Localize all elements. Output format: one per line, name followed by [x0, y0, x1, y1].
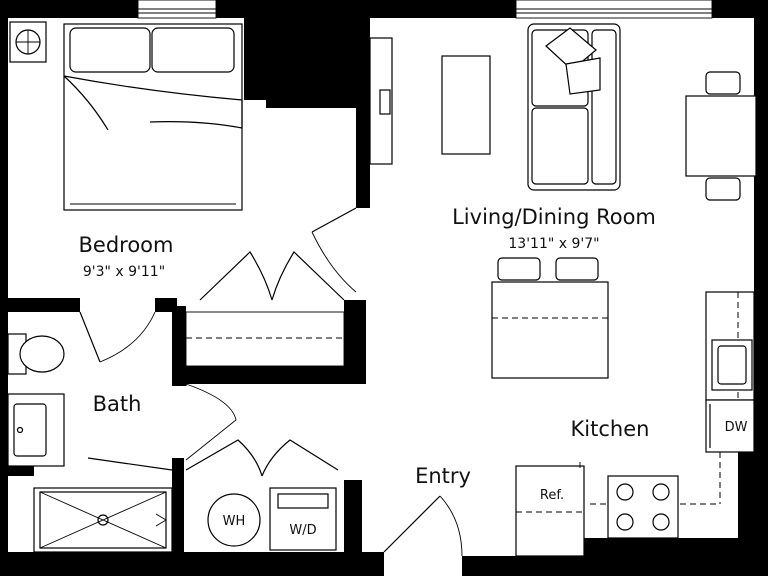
bedroom-closet [185, 251, 345, 367]
laundry-doors [185, 439, 339, 477]
dining-island [491, 257, 609, 379]
bath-door [87, 383, 237, 471]
side-dining-table [685, 71, 757, 201]
bedroom-size: 9'3" x 9'11" [83, 264, 165, 280]
bath-name: Bath [93, 392, 142, 416]
living-room-size: 13'11" x 9'7" [508, 236, 599, 252]
tv-stand [369, 37, 393, 165]
bedroom-door [79, 311, 156, 363]
stove [607, 475, 679, 539]
bed [63, 23, 243, 211]
dishwasher-label: DW [725, 420, 748, 435]
coffee-table [441, 55, 491, 155]
bath-sink [7, 393, 65, 467]
kitchen-name: Kitchen [571, 417, 650, 441]
washer-dryer-label: W/D [289, 523, 316, 538]
entry-door [383, 495, 463, 557]
living-room-name: Living/Dining Room [452, 205, 656, 229]
water-heater-label: WH [223, 514, 246, 529]
refrigerator-label: Ref. [540, 488, 564, 503]
kitchen-counter [590, 291, 755, 505]
living-door [311, 207, 357, 293]
dishwasher: DW [705, 399, 755, 453]
sofa [527, 23, 621, 191]
water-heater: WH [207, 493, 261, 547]
fan-unit [9, 21, 47, 63]
entry-name: Entry [415, 464, 471, 488]
refrigerator: Ref. [515, 462, 585, 557]
toilet [7, 333, 65, 375]
bedroom-name: Bedroom [79, 233, 174, 257]
washer-dryer: W/D [269, 487, 337, 551]
shower [33, 487, 173, 553]
windows [137, 0, 713, 19]
